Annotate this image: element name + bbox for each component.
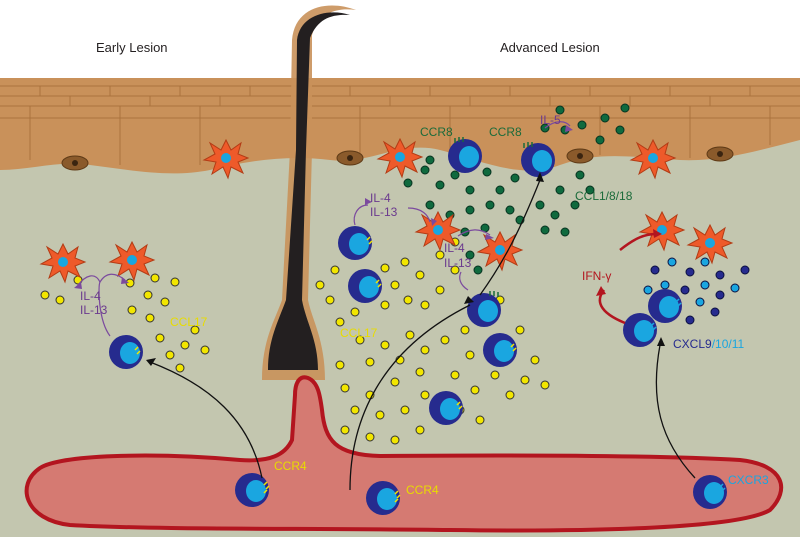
t-cell — [648, 289, 682, 323]
epidermis — [0, 78, 800, 174]
hair-follicle — [262, 5, 356, 380]
t-cell — [338, 226, 372, 260]
ccl17-label: CCL17 — [340, 326, 378, 340]
ccr4-label: CCR4 — [406, 483, 439, 497]
cxcr3-label: CXCR3 — [728, 473, 769, 487]
ccl17-label: CCL17 — [170, 315, 208, 329]
t-cell — [467, 293, 501, 327]
il5-label: IL-5 — [540, 113, 561, 127]
t-cell — [623, 313, 657, 347]
cytokine-arrows — [77, 121, 571, 337]
il4-label: IL-4 — [370, 191, 391, 205]
ccr4-label: CCR4 — [274, 459, 307, 473]
t-cell — [109, 335, 143, 369]
ccr8-label: CCR8 — [420, 125, 453, 139]
blood-vessel — [24, 375, 784, 533]
ccr8-receptor-marks — [454, 137, 533, 297]
ccr8-label: CCR8 — [489, 125, 522, 139]
t-cell — [448, 139, 482, 173]
il13-label: IL-13 — [80, 303, 108, 317]
ccl17-dots — [40, 230, 550, 445]
t-cell — [235, 473, 269, 507]
cxcl9-text: CXCL9 — [673, 337, 712, 351]
il4-label: IL-4 — [80, 289, 101, 303]
il13-label: IL-13 — [444, 256, 472, 270]
early-lesion-heading: Early Lesion — [96, 40, 168, 55]
migration-arrows — [149, 179, 696, 491]
t-cell — [348, 269, 382, 303]
ccr4-receptor-marks — [134, 236, 517, 503]
cxcl-dots — [643, 257, 750, 325]
t-cell — [521, 143, 555, 177]
cxcr3-receptor-marks — [650, 298, 726, 492]
t-cell — [429, 391, 463, 425]
t-cell — [483, 333, 517, 367]
ifn-gamma-label: IFN-γ — [582, 269, 611, 283]
ccl1-8-18-label: CCL1/8/18 — [575, 189, 633, 203]
arrowheads — [146, 172, 665, 366]
advanced-lesion-heading: Advanced Lesion — [500, 40, 600, 55]
cxcl10-11-text: /10/11 — [712, 337, 745, 351]
il13-label: IL-13 — [370, 205, 398, 219]
ccl1-8-18-dots — [403, 103, 630, 275]
t-cell — [693, 475, 727, 509]
t-cell — [366, 481, 400, 515]
cxcl9-label: CXCL9/10/11 — [673, 337, 744, 351]
il4-label: IL-4 — [444, 241, 465, 255]
ifn-arrowheads — [596, 229, 662, 296]
cytokine-arrowheads — [74, 125, 573, 289]
